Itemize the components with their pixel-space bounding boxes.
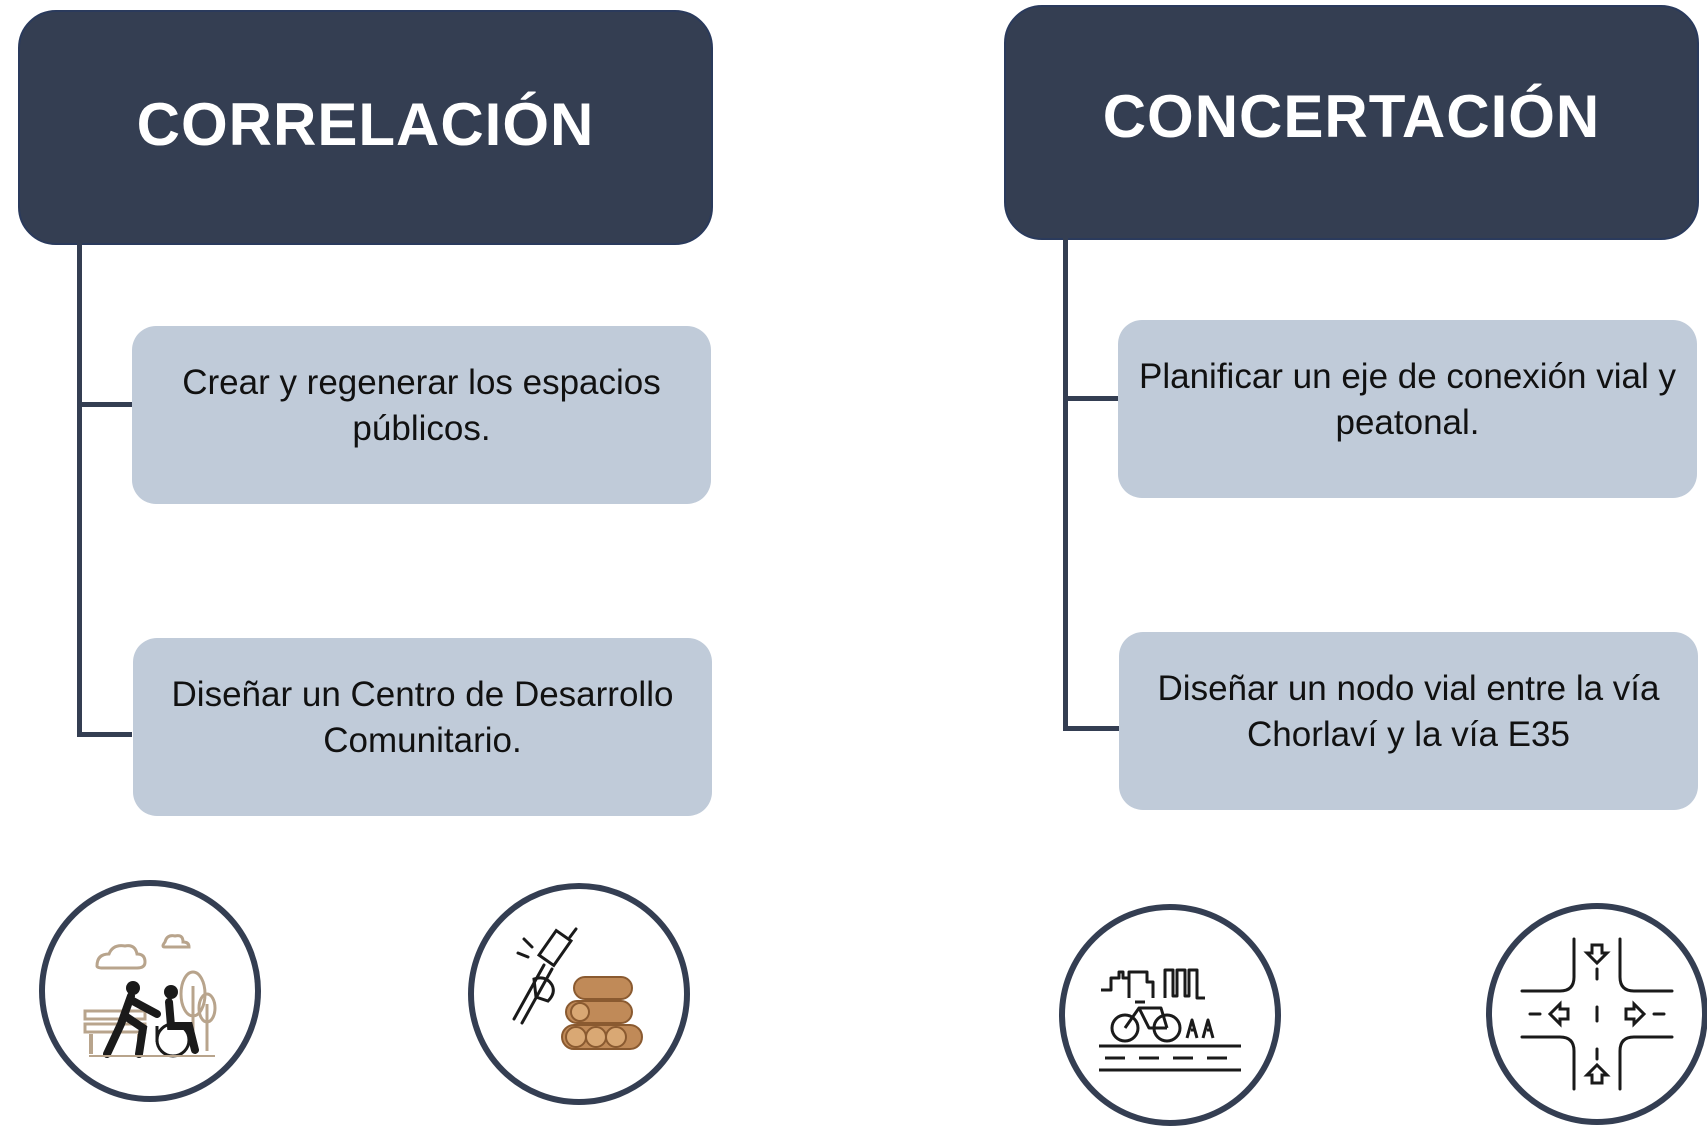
concertacion-connector-branch-1 — [1063, 396, 1119, 401]
concertacion-item-2-text: Diseñar un nodo vial entre la vía Chorla… — [1157, 669, 1660, 754]
correlacion-item-1: Crear y regenerar los espacios públicos. — [132, 326, 711, 504]
correlacion-item-2-text: Diseñar un Centro de Desarrollo Comunita… — [171, 675, 674, 760]
park-accessibility-icon — [83, 934, 217, 1058]
correlacion-item-2: Diseñar un Centro de Desarrollo Comunita… — [133, 638, 712, 816]
bike-lane-city-circle — [1059, 904, 1281, 1126]
correlacion-connector-branch-1 — [77, 402, 132, 407]
bike-lane-city-icon — [1099, 968, 1241, 1072]
concertacion-item-2: Diseñar un nodo vial entre la vía Chorla… — [1119, 632, 1698, 810]
concertacion-connector-vertical — [1063, 238, 1068, 731]
correlacion-connector-vertical — [77, 243, 82, 737]
park-accessibility-circle — [39, 880, 261, 1102]
concertacion-item-1: Planificar un eje de conexión vial y pea… — [1118, 320, 1697, 498]
concertacion-item-1-text: Planificar un eje de conexión vial y pea… — [1139, 357, 1676, 442]
correlacion-title: CORRELACIÓN — [136, 91, 595, 158]
road-intersection-circle — [1486, 903, 1707, 1125]
correlacion-connector-branch-2 — [77, 732, 132, 737]
concertacion-connector-branch-2 — [1063, 726, 1119, 731]
construction-materials-icon — [512, 927, 643, 1050]
concertacion-title: CONCERTACIÓN — [1102, 83, 1601, 150]
construction-materials-circle — [468, 883, 690, 1105]
concertacion-header: CONCERTACIÓN — [1004, 5, 1699, 240]
road-intersection-icon — [1520, 937, 1674, 1091]
correlacion-header: CORRELACIÓN — [18, 10, 713, 245]
correlacion-item-1-text: Crear y regenerar los espacios públicos. — [182, 363, 661, 448]
